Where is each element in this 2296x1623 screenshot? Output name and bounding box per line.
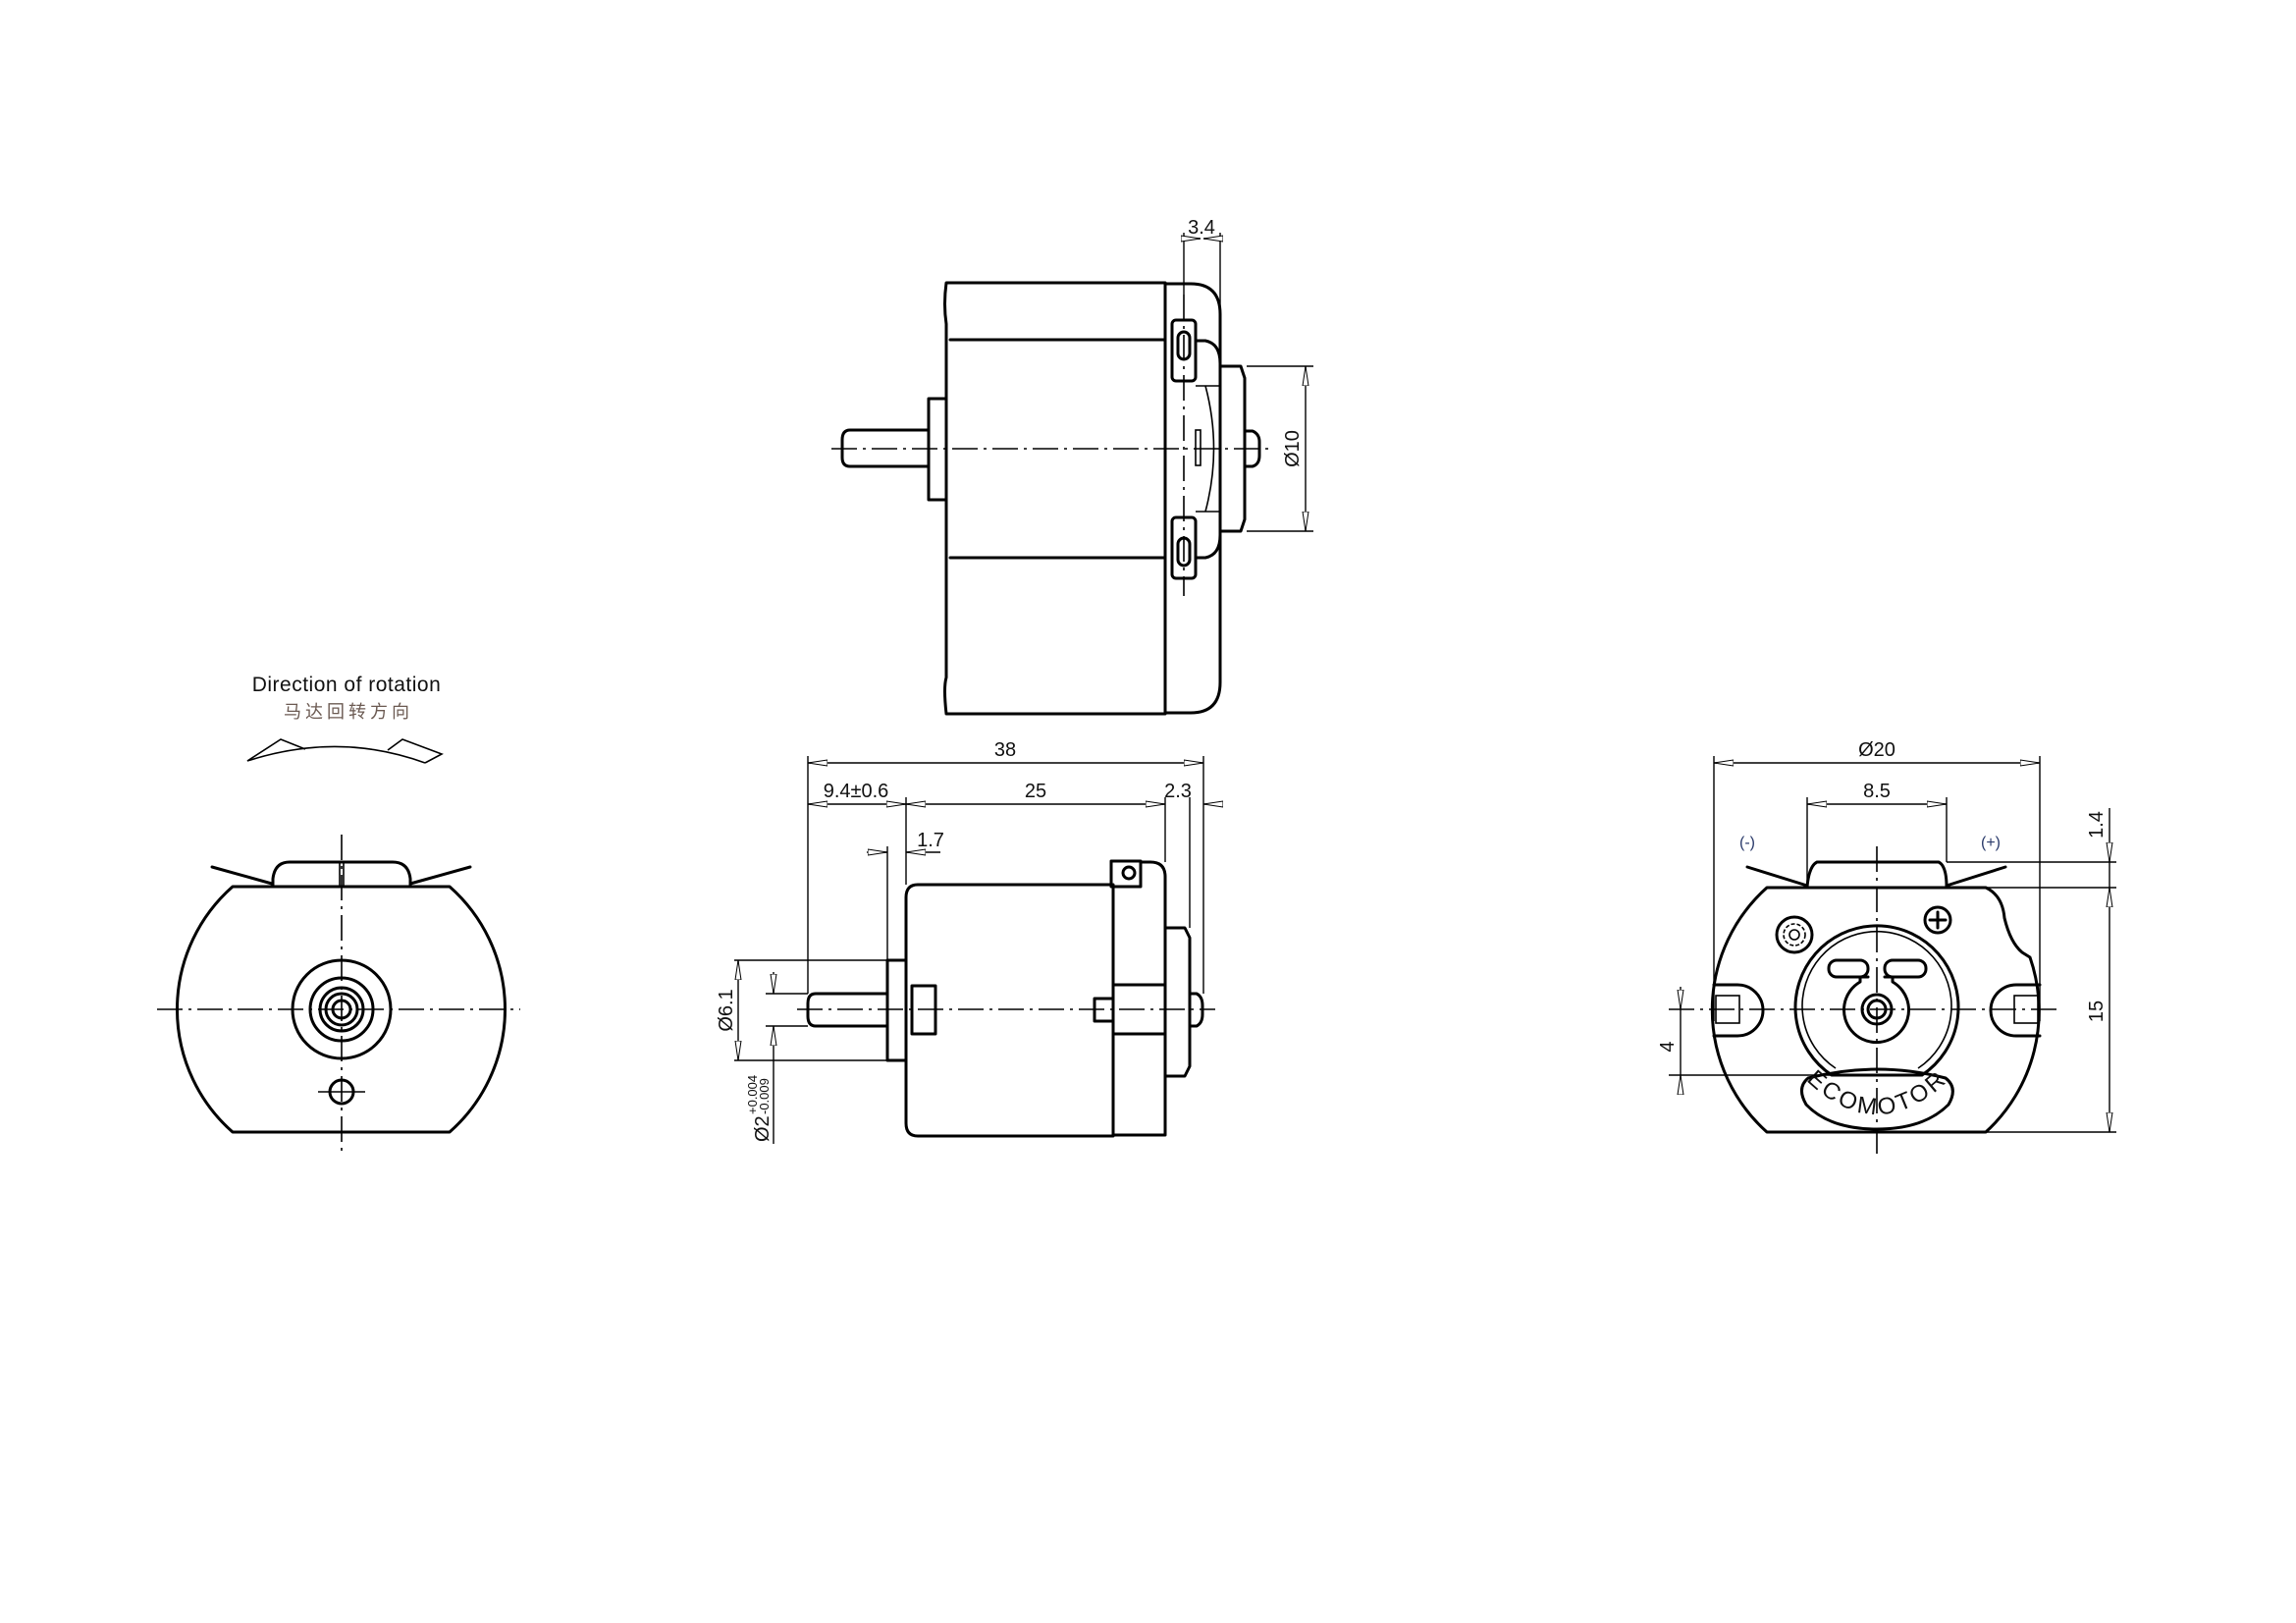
svg-text:-0.009: -0.009 [757,1078,772,1114]
end-terminal-positive [1945,865,2007,888]
end-brush-ring [1793,924,1960,1077]
dim-8-5: 8.5 [1863,781,1891,802]
dim-diameter-6-1: Ø6.1 [716,989,737,1031]
top-end-cap [1163,282,1222,715]
svg-text:Ø2: Ø2 [752,1115,774,1142]
side-bearing-boss [1163,926,1192,1078]
side-view: 38 9.4±0.6 25 2.3 1.7 Ø6.1 Ø2 +0.004 [716,739,1217,1144]
dim-38: 38 [994,739,1016,761]
end-view: (-) (+) ECOMOTOR Ø20 [1657,739,2116,1154]
dim-diameter-20: Ø20 [1858,739,1896,761]
end-mount-right [1989,983,2042,1038]
dim-15: 15 [2086,1001,2108,1022]
rotation-arrow-icon [246,738,444,764]
svg-text:+0.004: +0.004 [745,1075,760,1114]
top-view: 3.4 Ø10 [831,217,1313,716]
rotation-title: Direction of rotation [252,674,442,696]
dim-2-3: 2.3 [1164,781,1192,802]
top-body [943,281,1167,716]
front-terminal-left [210,865,274,886]
side-body [904,883,1115,1138]
front-view: Direction of rotation 马达回转方向 [157,674,520,1152]
polarity-positive: (+) [1981,835,2001,851]
front-terminal-right [408,865,472,886]
dim-3-4: 3.4 [1188,217,1215,239]
dim-1-7: 1.7 [917,830,944,851]
side-end-cap [1111,860,1167,1137]
side-flange [885,958,908,1062]
side-terminal [1109,859,1143,889]
ground-symbol-icon [1775,915,1814,954]
front-body-outline [176,885,507,1134]
end-mount-left [1712,983,1765,1038]
plus-symbol-icon [1923,905,1952,935]
dim-25: 25 [1025,781,1046,802]
polarity-negative: (-) [1739,835,1755,851]
dim-1-4: 1.4 [2086,811,2108,839]
end-terminal-negative [1745,865,1809,888]
front-top-tab [271,860,412,889]
brand-badge [1800,1067,1954,1131]
dim-diameter-10: Ø10 [1282,430,1304,467]
rotation-title-chinese: 马达回转方向 [284,702,413,723]
end-top-tab [1805,860,1949,889]
dim-4: 4 [1657,1041,1679,1052]
dim-9-4: 9.4±0.6 [824,781,889,802]
dim-diameter-2: Ø2 +0.004 -0.009 [745,1075,774,1142]
